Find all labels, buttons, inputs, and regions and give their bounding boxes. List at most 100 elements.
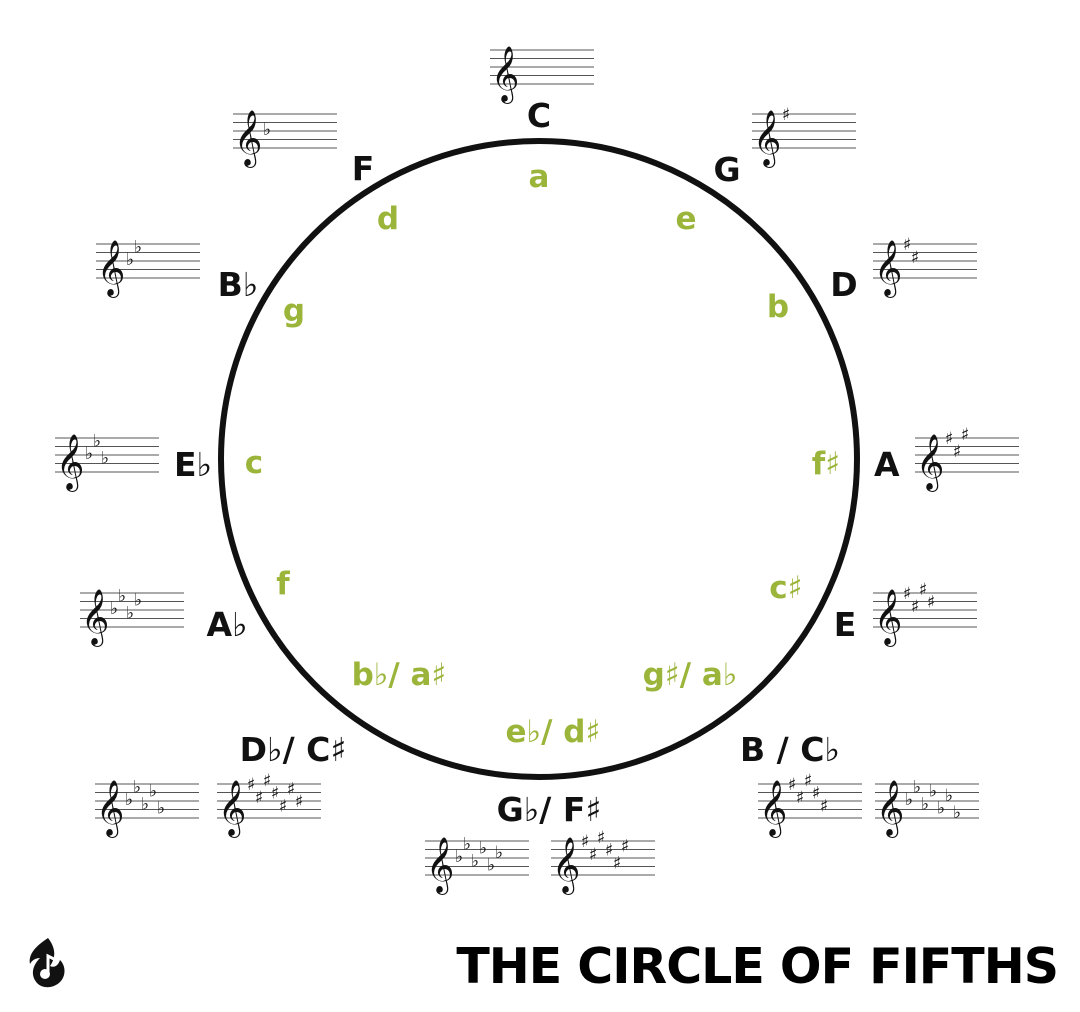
flat-sign-icon: ♭ <box>479 839 487 859</box>
major-label-g: G <box>713 150 740 189</box>
major-label-eb: E♭ <box>174 445 212 484</box>
major-label-ab: A♭ <box>206 605 247 644</box>
page-title: THE CIRCLE OF FIFTHS <box>456 938 1059 995</box>
sharp-sign-icon: ♯ <box>271 784 279 804</box>
major-label-bb: B♭ <box>218 265 259 304</box>
major-label-e: E <box>834 605 857 644</box>
flat-sign-icon: ♭ <box>125 790 133 810</box>
flat-sign-icon: ♭ <box>463 834 471 854</box>
treble-clef-icon: 𝄞 <box>874 589 902 647</box>
key-signature-staff-e-0: 𝄞♯♯♯♯ <box>873 580 977 647</box>
sharp-sign-icon: ♯ <box>911 248 919 268</box>
treble-clef-icon: 𝄞 <box>56 434 84 492</box>
treble-clef-icon: 𝄞 <box>81 589 109 647</box>
minor-label-fs: f♯ <box>812 446 841 482</box>
flat-sign-icon: ♭ <box>126 603 134 623</box>
minor-label-gs: g♯/ a♭ <box>643 657 738 693</box>
key-signature-staff-bb-0: 𝄞♭♭ <box>96 237 200 298</box>
sharp-sign-icon: ♯ <box>945 429 953 449</box>
sharp-sign-icon: ♯ <box>782 105 790 125</box>
major-label-db: D♭/ C♯ <box>240 730 347 769</box>
flat-sign-icon: ♭ <box>937 799 945 819</box>
treble-clef-icon: 𝄞 <box>759 780 787 838</box>
sharp-sign-icon: ♯ <box>927 593 935 613</box>
minor-label-bb: b♭/ a♯ <box>352 657 447 693</box>
sharp-sign-icon: ♯ <box>263 771 271 791</box>
key-signature-staff-f-0: 𝄞♭ <box>233 110 337 168</box>
sharp-sign-icon: ♯ <box>613 853 621 873</box>
treble-clef-icon: 𝄞 <box>234 110 262 168</box>
flat-sign-icon: ♭ <box>110 599 118 619</box>
flat-sign-icon: ♭ <box>921 794 929 814</box>
sharp-sign-icon: ♯ <box>903 584 911 604</box>
flame-music-note-logo <box>29 938 65 988</box>
sharp-sign-icon: ♯ <box>953 442 961 462</box>
minor-label-a: a <box>529 159 550 195</box>
flat-sign-icon: ♭ <box>141 794 149 814</box>
flat-sign-icon: ♭ <box>85 444 93 464</box>
key-signature-staff-db-0: 𝄞♭♭♭♭♭ <box>95 777 199 838</box>
sharp-sign-icon: ♯ <box>295 792 303 812</box>
key-signature-staff-d-0: 𝄞♯♯ <box>873 235 977 298</box>
sharp-sign-icon: ♯ <box>919 580 927 600</box>
sharp-sign-icon: ♯ <box>247 775 255 795</box>
circle-ring <box>218 138 860 780</box>
sharp-sign-icon: ♯ <box>597 828 605 848</box>
key-signature-staff-b-1: 𝄞♭♭♭♭♭♭♭ <box>875 777 979 838</box>
flat-sign-icon: ♭ <box>953 803 961 823</box>
sharp-sign-icon: ♯ <box>287 779 295 799</box>
flat-sign-icon: ♭ <box>471 851 479 871</box>
flat-sign-icon: ♭ <box>929 782 937 802</box>
treble-clef-icon: 𝄞 <box>552 837 580 895</box>
major-label-a: A <box>874 445 900 484</box>
sharp-sign-icon: ♯ <box>589 845 597 865</box>
flat-sign-icon: ♭ <box>134 237 142 257</box>
flat-sign-icon: ♭ <box>101 448 109 468</box>
sharp-sign-icon: ♯ <box>820 796 828 816</box>
minor-label-c: c <box>245 445 263 481</box>
flat-sign-icon: ♭ <box>455 847 463 867</box>
key-signature-staff-db-1: 𝄞♯♯♯♯♯♯♯ <box>217 771 321 838</box>
flat-sign-icon: ♭ <box>134 591 142 611</box>
minor-label-d: d <box>377 201 399 237</box>
flat-sign-icon: ♭ <box>126 250 134 270</box>
sharp-sign-icon: ♯ <box>279 796 287 816</box>
minor-label-cs: c♯ <box>769 570 802 606</box>
minor-label-b: b <box>767 289 789 325</box>
sharp-sign-icon: ♯ <box>812 784 820 804</box>
key-signature-staff-gb-0: 𝄞♭♭♭♭♭♭ <box>425 834 529 895</box>
minor-label-g: g <box>283 293 305 329</box>
treble-clef-icon: 𝄞 <box>97 240 125 298</box>
minor-label-eb: e♭/ d♯ <box>506 714 601 750</box>
flat-sign-icon: ♭ <box>905 790 913 810</box>
major-label-b: B / C♭ <box>740 730 840 769</box>
flat-sign-icon: ♭ <box>487 856 495 876</box>
sharp-sign-icon: ♯ <box>605 841 613 861</box>
treble-clef-icon: 𝄞 <box>96 780 124 838</box>
key-signature-staff-gb-1: 𝄞♯♯♯♯♯♯ <box>551 828 655 895</box>
sharp-sign-icon: ♯ <box>911 597 919 617</box>
minor-label-e: e <box>675 201 696 237</box>
minor-label-f: f <box>276 566 290 602</box>
treble-clef-icon: 𝄞 <box>916 434 944 492</box>
sharp-sign-icon: ♯ <box>255 788 263 808</box>
key-signature-staff-b-0: 𝄞♯♯♯♯♯ <box>758 771 862 838</box>
flat-sign-icon: ♭ <box>133 777 141 797</box>
sharp-sign-icon: ♯ <box>796 788 804 808</box>
flat-sign-icon: ♭ <box>495 843 503 863</box>
key-signature-staff-ab-0: 𝄞♭♭♭♭ <box>80 586 184 647</box>
flat-sign-icon: ♭ <box>157 799 165 819</box>
flat-sign-icon: ♭ <box>945 786 953 806</box>
treble-clef-icon: 𝄞 <box>491 46 519 104</box>
major-label-d: D <box>830 265 857 304</box>
key-signature-staff-a-0: 𝄞♯♯♯ <box>915 425 1019 492</box>
flat-sign-icon: ♭ <box>93 431 101 451</box>
key-signature-staff-c-0: 𝄞 <box>490 46 594 104</box>
key-signature-staff-g-0: 𝄞♯ <box>752 105 856 168</box>
sharp-sign-icon: ♯ <box>903 235 911 255</box>
flat-sign-icon: ♭ <box>118 586 126 606</box>
sharp-sign-icon: ♯ <box>961 425 969 445</box>
flat-sign-icon: ♭ <box>913 777 921 797</box>
sharp-sign-icon: ♯ <box>788 775 796 795</box>
